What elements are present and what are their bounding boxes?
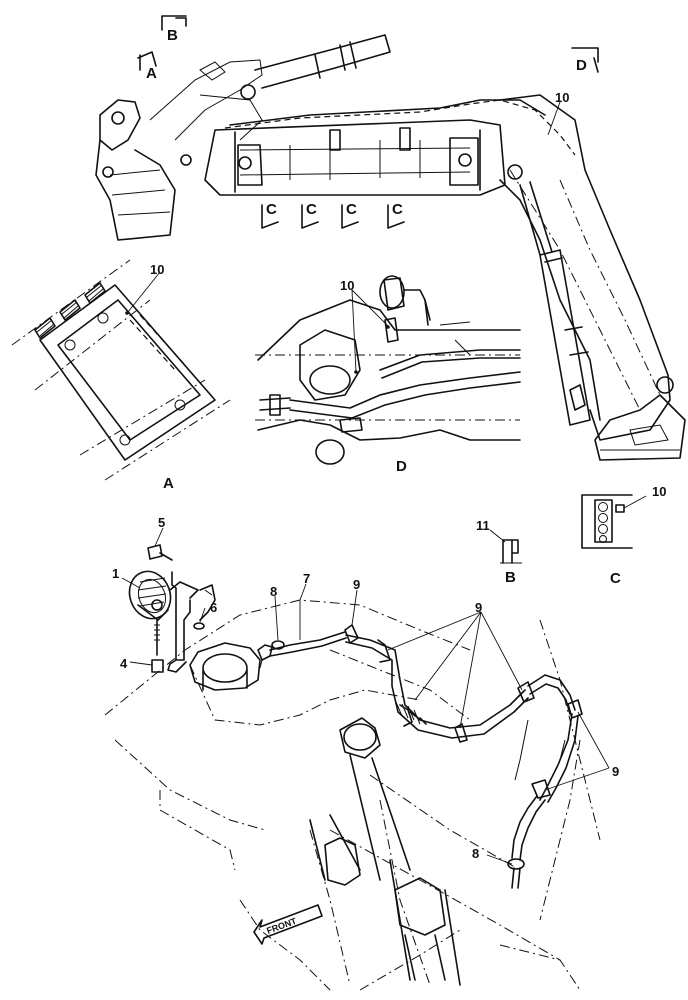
svg-text:9: 9 [353,577,360,592]
section-marker-d: D [571,47,599,74]
section-marker-b: B [161,15,187,44]
svg-text:D: D [576,57,587,74]
svg-text:C: C [346,201,357,218]
svg-text:C: C [392,201,403,218]
svg-text:10: 10 [555,90,569,105]
svg-text:8: 8 [472,846,479,861]
detail-view-a: 10 A [11,259,231,492]
svg-text:10: 10 [340,278,354,293]
caption-view-d: D [396,458,407,475]
section-marker-c-1: C [261,201,279,229]
detail-view-c: 10 C [581,484,666,587]
svg-text:11: 11 [476,518,490,533]
detail-view-b: 11 B [476,518,522,586]
svg-text:10: 10 [652,484,666,499]
boom-arm-assembly [95,34,686,461]
caption-view-c: C [610,570,621,587]
svg-text:A: A [146,65,157,82]
callout-10-top: 10 [547,90,569,136]
front-direction-arrow: FRONT [253,904,323,945]
section-marker-c-3: C [341,201,359,229]
section-marker-c-4: C [387,201,405,229]
svg-text:C: C [306,201,317,218]
svg-text:7: 7 [303,571,310,586]
caption-view-b: B [505,569,516,586]
svg-text:6: 6 [210,600,217,615]
main-exploded-view: 1 4 5 6 7 8 9 9 9 8 [104,515,619,991]
svg-text:9: 9 [475,600,482,615]
svg-text:B: B [167,27,178,44]
svg-text:8: 8 [270,584,277,599]
svg-text:1: 1 [112,566,119,581]
svg-text:4: 4 [120,656,128,671]
section-marker-c-2: C [301,201,319,229]
svg-text:10: 10 [150,262,164,277]
svg-text:C: C [266,201,277,218]
detail-view-d: 10 D [255,275,521,475]
section-marker-a: A [137,51,157,82]
caption-view-a: A [163,475,174,492]
svg-text:9: 9 [612,764,619,779]
svg-text:5: 5 [158,515,165,530]
